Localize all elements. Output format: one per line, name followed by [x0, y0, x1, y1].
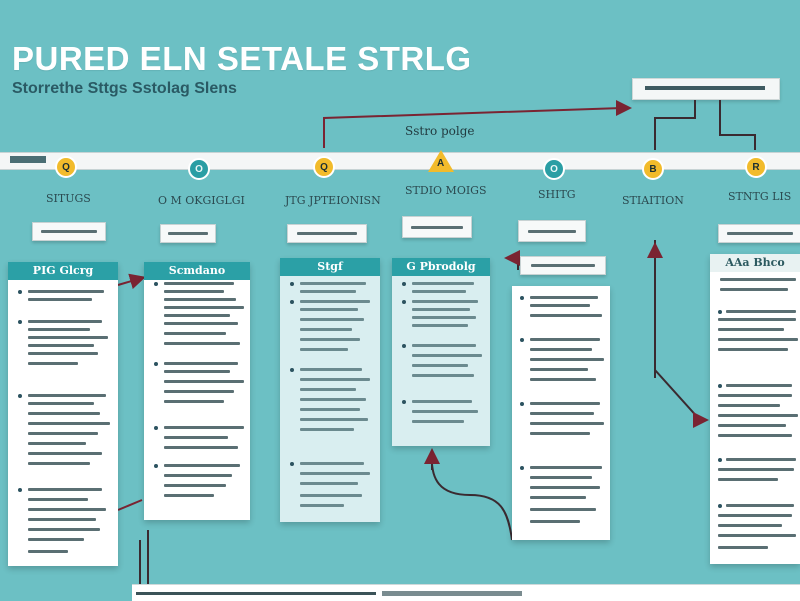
card-title: G Pbrodolg	[392, 258, 490, 276]
text-placeholder	[136, 592, 376, 595]
phase-label: STDIO MOIGS	[405, 184, 487, 197]
milestone-2-icon: O	[188, 158, 210, 180]
text-placeholder	[645, 86, 765, 90]
phase-label: STIAITION	[622, 194, 684, 207]
phase-note-box	[520, 256, 606, 275]
phase-note-box	[402, 216, 472, 238]
card-title: Scmdano	[144, 262, 250, 280]
milestone-6-icon: B	[642, 158, 664, 180]
phase-note-box	[518, 220, 586, 242]
milestone-1-icon: Q	[55, 156, 77, 178]
stage-card-5	[512, 286, 610, 540]
stage-card-6: AAa Bhco	[710, 254, 800, 564]
card-title: PIG Glcrg	[8, 262, 118, 280]
phase-note-box	[32, 222, 106, 241]
milestone-4-letter: A	[437, 158, 445, 169]
phase-note-box	[160, 224, 216, 243]
card-title: Stgf	[280, 258, 380, 276]
milestone-7-icon: R	[745, 156, 767, 178]
phase-label: SITUGS	[46, 192, 91, 205]
phase-note-box	[287, 224, 367, 243]
phase-label: STNTG LIS	[728, 190, 792, 203]
page-subtitle: Storrethe Sttgs Sstolag Slens	[12, 80, 237, 97]
top-annotation-box	[632, 78, 780, 100]
phase-label: O M OKGIGLGI	[158, 194, 245, 207]
timeline-start-tag	[10, 156, 46, 163]
stage-card-1: PIG Glcrg	[8, 262, 118, 566]
stage-card-4: G Pbrodolg	[392, 258, 490, 446]
page-title: PURED ELN SETALE STRLG	[12, 40, 472, 77]
milestone-3-icon: Q	[313, 156, 335, 178]
milestone-4-triangle-icon	[428, 150, 454, 172]
phase-label: JTG JPTEIONISN	[285, 194, 381, 207]
bottom-strip	[132, 584, 800, 601]
milestone-5-icon: O	[543, 158, 565, 180]
phase-label: SHITG	[538, 188, 576, 201]
text-placeholder	[382, 591, 522, 596]
stage-card-3: Stgf	[280, 258, 380, 522]
card-title: AAa Bhco	[710, 254, 800, 272]
timeline-center-label: Sstro polge	[405, 124, 475, 138]
phase-note-box	[718, 224, 800, 243]
stage-card-2: Scmdano	[144, 262, 250, 520]
